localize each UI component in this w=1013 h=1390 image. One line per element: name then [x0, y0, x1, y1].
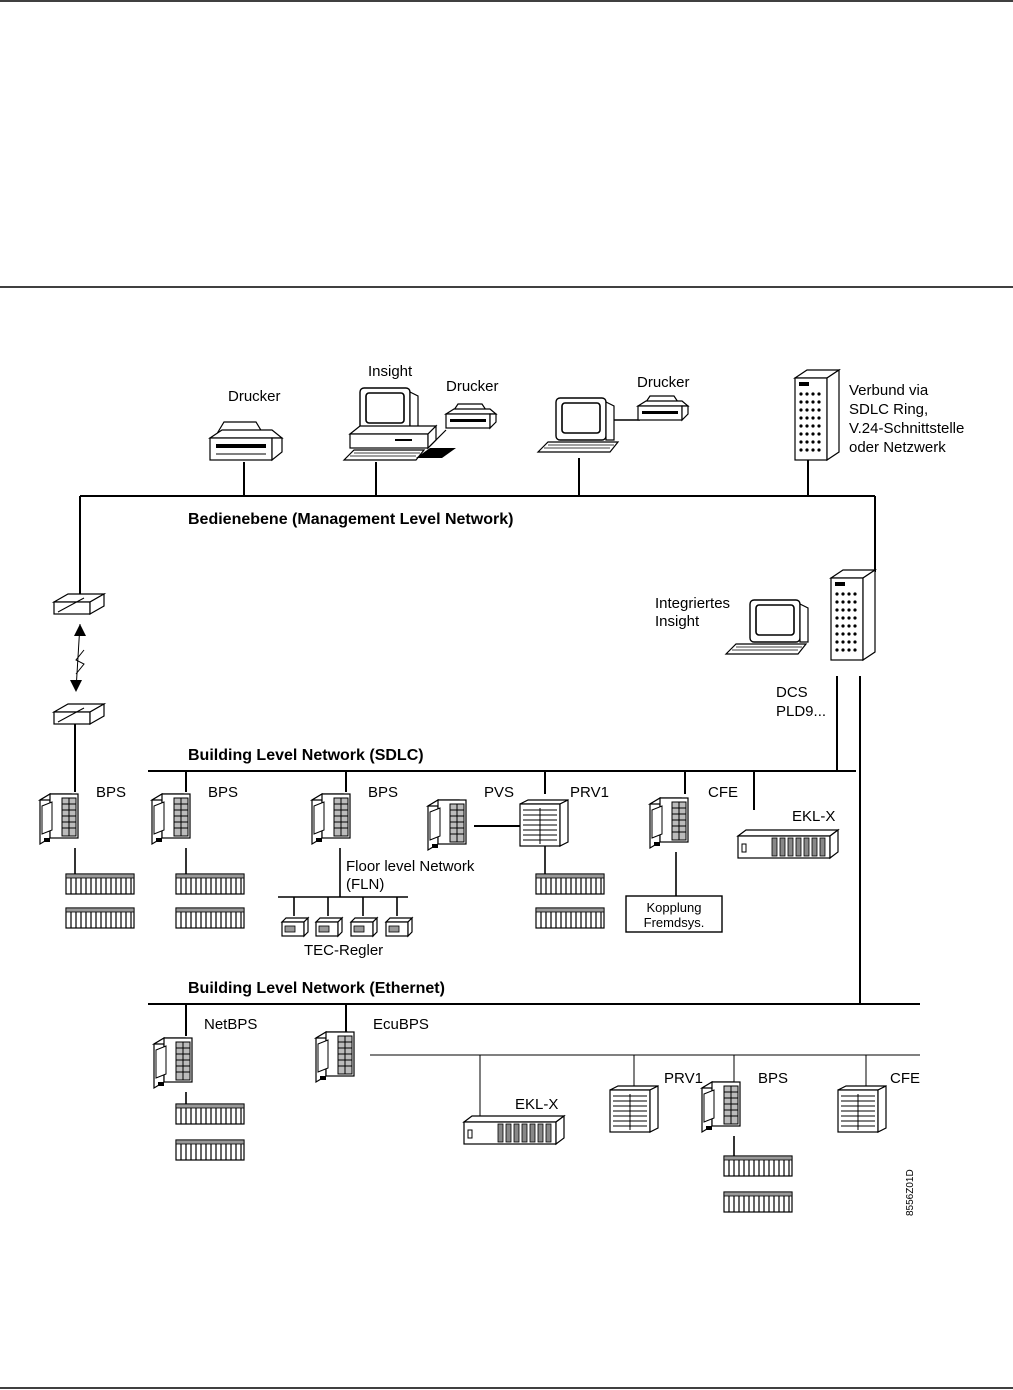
io-module-net-b-icon: [175, 1139, 245, 1161]
ecubps-controller-icon: [315, 1031, 355, 1083]
ethernet-network: [148, 1003, 920, 1118]
prv1-rack-icon: [519, 799, 569, 847]
integrated-insight-icon: [725, 599, 809, 655]
bps-controller-3-icon: [311, 793, 351, 845]
sdlc-network: [74, 676, 861, 1004]
prv1-ethernet-rack-icon: [609, 1085, 659, 1133]
insight-label: Insight: [368, 363, 413, 380]
ecubps-label: EcuBPS: [373, 1016, 429, 1033]
cfe-ethernet-rack-icon: [837, 1085, 887, 1133]
insight-workstation-icon: [343, 387, 456, 461]
printer-left-icon: [209, 421, 283, 461]
svg-text:Verbund via: Verbund via: [849, 382, 929, 399]
svg-text:V.24-Schnittstelle: V.24-Schnittstelle: [849, 420, 964, 437]
integrated-label-line1: Integriertes: [655, 595, 730, 612]
bps-ethernet-label: BPS: [758, 1070, 788, 1087]
tec-controller-1-icon: [281, 917, 309, 937]
pvs-controller-icon: [427, 799, 467, 851]
printer-insight-label: Drucker: [446, 378, 499, 395]
management-level-network: [79, 458, 876, 594]
modem-bottom-icon: [53, 703, 105, 725]
verbund-server-icon: [794, 369, 840, 461]
fln-label-line1: Floor level Network: [346, 858, 475, 875]
fln-bus: [278, 848, 408, 916]
eklx-sdlc-label: EKL-X: [792, 808, 835, 825]
bps-1-label: BPS: [96, 784, 126, 801]
io-module-eth-a-icon: [723, 1155, 793, 1177]
verbund-label: Verbund via SDLC Ring, V.24-Schnittstell…: [849, 382, 964, 456]
pld-label: PLD9...: [776, 703, 826, 720]
pvs-label: PVS: [484, 784, 514, 801]
netbps-controller-icon: [153, 1037, 193, 1089]
sdlc-network-label: Building Level Network (SDLC): [188, 747, 424, 764]
dcs-server-icon: [830, 569, 876, 661]
kopplung-label-line2: Fremdsys.: [644, 915, 705, 930]
cfe-label: CFE: [708, 784, 738, 801]
modem-top-icon: [53, 593, 105, 615]
bps-3-label: BPS: [368, 784, 398, 801]
cfe-controller-icon: [649, 797, 689, 849]
eklx-sdlc-icon: [737, 829, 839, 859]
ethernet-network-label: Building Level Network (Ethernet): [188, 980, 445, 997]
bps-2-label: BPS: [208, 784, 238, 801]
io-module-eth-b-icon: [723, 1191, 793, 1213]
eklx-ethernet-icon: [463, 1115, 565, 1145]
io-module-1a-icon: [65, 873, 135, 895]
io-module-prv1b-icon: [535, 907, 605, 929]
tec-controller-3-icon: [350, 917, 378, 937]
printer-insight-icon: [445, 403, 497, 429]
svg-text:oder Netzwerk: oder Netzwerk: [849, 439, 946, 456]
dcs-label: DCS: [776, 684, 808, 701]
fln-label-line2: (FLN): [346, 876, 384, 893]
bps-controller-2-icon: [151, 793, 191, 845]
printer-right-label: Drucker: [637, 374, 690, 391]
tec-regler-label: TEC-Regler: [304, 942, 383, 959]
io-module-2b-icon: [175, 907, 245, 929]
printer-right-icon: [637, 395, 689, 421]
bps-controller-1-icon: [39, 793, 79, 845]
prv1-ethernet-label: PRV1: [664, 1070, 703, 1087]
prv1-label: PRV1: [570, 784, 609, 801]
bps-ethernet-controller-icon: [701, 1081, 741, 1133]
management-network-label: Bedienebene (Management Level Network): [188, 511, 513, 528]
svg-text:SDLC Ring,: SDLC Ring,: [849, 401, 928, 418]
kopplung-box: [625, 895, 723, 933]
tec-controller-2-icon: [315, 917, 343, 937]
netbps-label: NetBPS: [204, 1016, 257, 1033]
kopplung-label-line1: Kopplung: [647, 900, 702, 915]
figure-code: 8556Z01D: [905, 1169, 916, 1216]
io-module-net-a-icon: [175, 1103, 245, 1125]
io-module-prv1a-icon: [535, 873, 605, 895]
printer-left-label: Drucker: [228, 388, 281, 405]
integrated-label-line2: Insight: [655, 613, 700, 630]
workstation-right-icon: [537, 397, 640, 453]
modem-link: [70, 623, 86, 692]
io-module-1b-icon: [65, 907, 135, 929]
eklx-ethernet-label: EKL-X: [515, 1096, 558, 1113]
io-module-2a-icon: [175, 873, 245, 895]
cfe-ethernet-label: CFE: [890, 1070, 920, 1087]
tec-controller-4-icon: [385, 917, 413, 937]
